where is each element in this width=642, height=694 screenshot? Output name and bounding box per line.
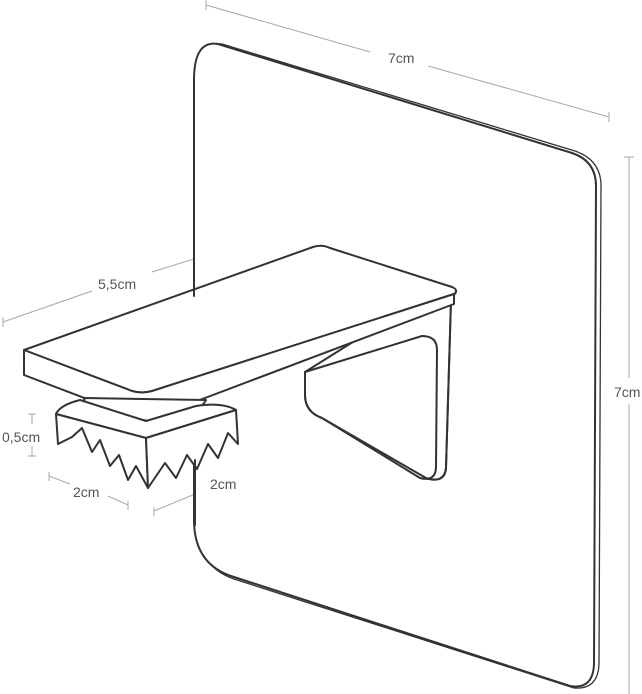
spiked-foot-top [55,399,237,439]
label-foot-height: 0,5cm [0,429,43,445]
dimension-line-right-height [624,156,634,694]
label-backplate-height: 7cm [612,384,642,400]
dimension-line-foot-width-left [48,472,129,510]
spiked-foot-right-face [145,409,239,489]
label-backplate-width: 7cm [386,50,417,66]
dimension-line-foot-height [28,413,36,457]
bracket-arm-front [425,467,447,481]
label-foot-width-right: 2cm [208,476,239,492]
dimension-line-top-width [205,0,610,122]
bracket-arm-inner [304,335,438,480]
label-shelf-depth: 5,5cm [96,276,139,292]
label-foot-width-left: 2cm [71,484,102,500]
